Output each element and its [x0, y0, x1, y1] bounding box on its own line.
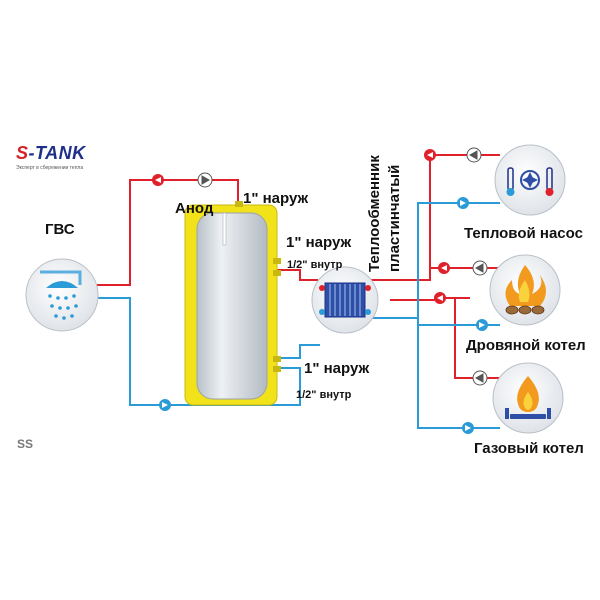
fitting-head: [235, 201, 243, 207]
connection-mid-label: 1" наруж: [286, 234, 352, 251]
heat-exchanger-label-line2: пластинчатый: [386, 164, 403, 272]
brand-name: S-TANK: [16, 143, 86, 163]
storage-tank: [184, 201, 281, 406]
anode-label: Анод: [175, 200, 214, 217]
connection-mid-inner-label: 1/2" внутр: [287, 259, 343, 271]
connection-low-inner-label: 1/2" внутр: [296, 389, 352, 401]
fitting-top: [273, 258, 281, 264]
flow-arrow-icon: [152, 149, 488, 434]
fitting-low: [273, 356, 281, 362]
connection-top-label: 1" наруж: [243, 190, 309, 207]
brand-logo: S-TANK Эксперт в сбережении тепла: [16, 143, 102, 173]
dhw-label: ГВС: [45, 221, 75, 238]
fitting-mid: [273, 270, 281, 276]
footer-mark: SS: [17, 437, 34, 451]
anode-rod: [222, 212, 227, 246]
heat-pump-label: Тепловой насос: [464, 225, 583, 242]
circulation-pump-icon: [197, 147, 488, 386]
fitting-bottom: [273, 366, 281, 372]
plate-heat-exchanger-icon: [311, 266, 379, 334]
wood-boiler-label: Дровяной котел: [466, 337, 586, 354]
connection-low-label: 1" наруж: [304, 360, 370, 377]
brand-tagline: Эксперт в сбережении тепла: [16, 165, 84, 171]
heat-exchanger-label-line1: Теплообменник: [366, 155, 383, 272]
wood-fire-icon: [489, 254, 561, 326]
gas-boiler-label: Газовый котел: [474, 440, 584, 457]
heat-pump-icon: [494, 144, 566, 216]
shower-icon: [25, 258, 99, 332]
gas-flame-icon: [492, 362, 564, 434]
